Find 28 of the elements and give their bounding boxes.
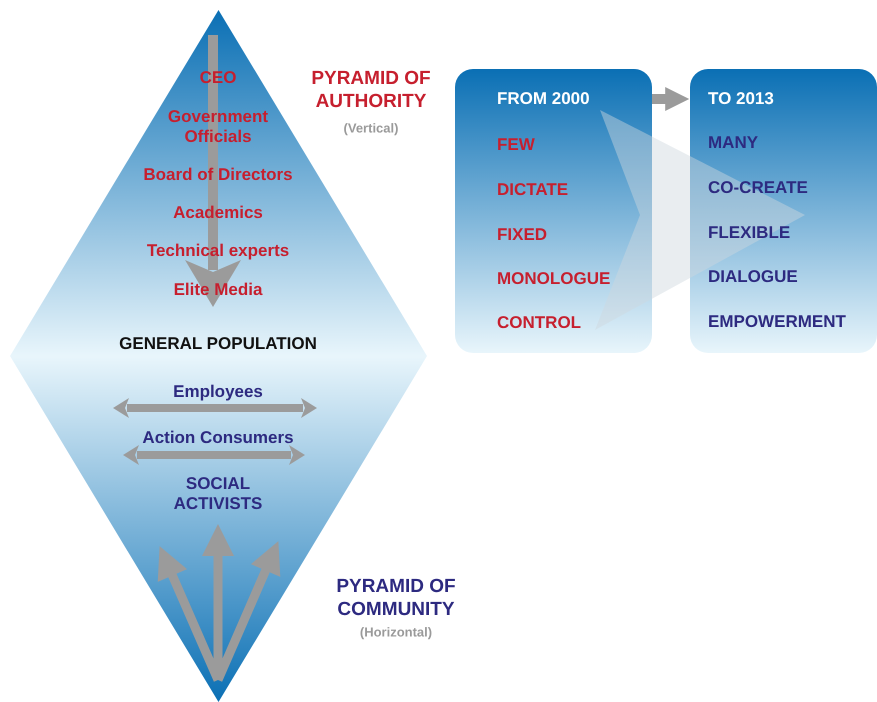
heading: PYRAMID OF AUTHORITY [310,67,432,113]
hierarchy-label: Academics [173,203,263,223]
value-word: FLEXIBLE [708,223,790,243]
heading: PYRAMID OF COMMUNITY [335,575,457,621]
column-heading: FROM 2000 [497,89,590,109]
value-word: FIXED [497,225,548,245]
value-word: FEW [497,135,535,155]
value-word: DICTATE [497,180,568,200]
population-label: GENERAL POPULATION [119,334,317,354]
community-label: Employees [173,382,263,402]
value-word: DIALOGUE [708,267,798,287]
subheading: (Horizontal) [360,624,432,640]
value-word: CONTROL [497,313,582,333]
arrow [652,87,690,111]
hierarchy-label: Board of Directors [143,165,293,185]
value-word: MANY [708,133,758,153]
value-word: CO-CREATE [708,178,808,198]
value-word: EMPOWERMENT [708,312,846,332]
value-word: MONOLOGUE [497,269,610,289]
hierarchy-label: Government Officials [166,107,270,147]
subheading: (Vertical) [344,120,398,136]
comparison-panel [690,69,877,353]
column-heading: TO 2013 [708,89,774,109]
comparison-panel [455,69,652,353]
hierarchy-label: Technical experts [146,241,290,261]
community-label: SOCIAL ACTIVISTS [172,474,264,514]
hierarchy-label: Elite Media [174,280,262,300]
community-label: Action Consumers [142,428,294,448]
